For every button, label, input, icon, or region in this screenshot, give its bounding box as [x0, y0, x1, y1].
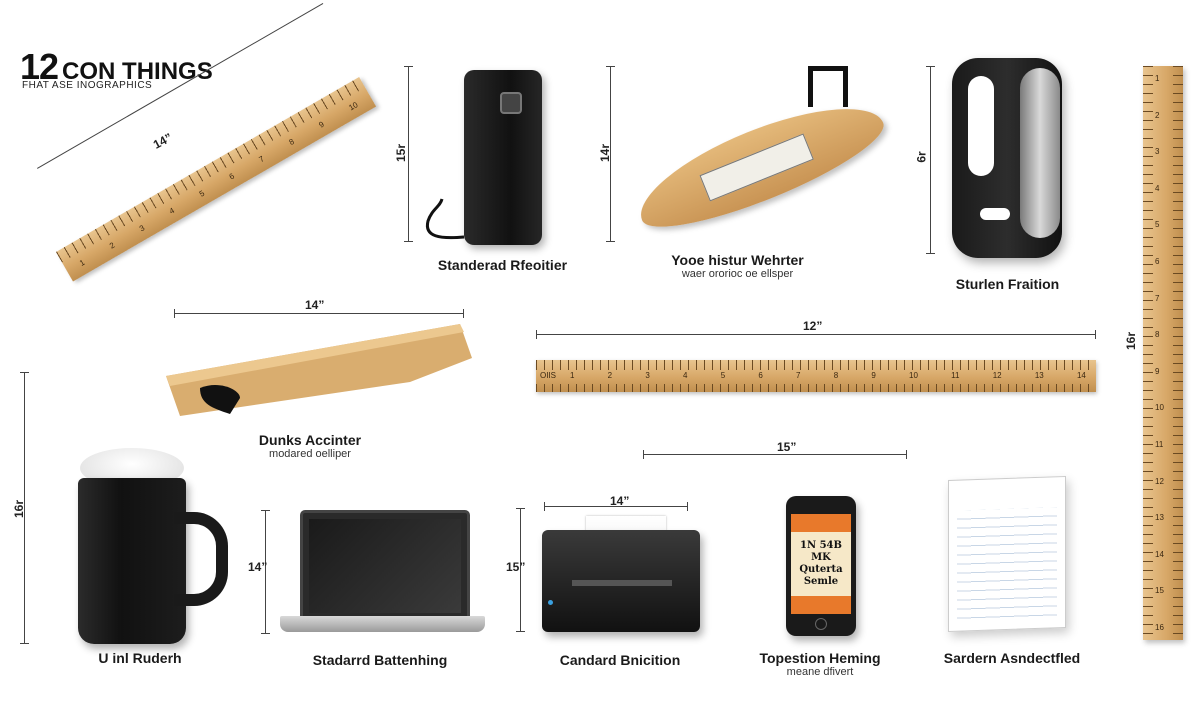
laptop-image — [300, 510, 470, 622]
item1-label: Standerad Rfeoitier — [437, 257, 568, 273]
item2-label: Yooe histur Wehrter — [671, 252, 804, 268]
item2-dim-line — [606, 66, 615, 242]
printer-height-dim-line — [516, 508, 525, 632]
scale-handle-icon — [808, 66, 848, 107]
mug-handle — [174, 512, 228, 606]
item4-sublabel: modared oelliper — [269, 448, 351, 460]
item7-dim-line — [544, 502, 688, 511]
device-handle-image — [952, 58, 1062, 258]
ruler-block-image — [166, 324, 472, 416]
item5-dim-line — [20, 372, 29, 644]
item2-dim-label: 14r — [598, 143, 613, 163]
item8-sublabel: meane dfivert — [786, 666, 854, 678]
item9-label: Sardern Asndectfled — [943, 650, 1081, 666]
item2-sublabel: waer ororioc oe ellsper — [681, 268, 794, 280]
long-ruler-dim-label: 12” — [803, 319, 823, 333]
item4-label: Dunks Accinter — [258, 432, 362, 448]
printer-height-dim-label: 15” — [506, 560, 526, 574]
item8-label: Topestion Heming — [759, 650, 881, 666]
item7-dim-label: 14” — [610, 494, 630, 508]
item3-label: Sturlen Fraition — [955, 276, 1060, 292]
printer-width-dim-line — [643, 450, 907, 459]
power-bank-image — [464, 70, 542, 245]
printer-image — [542, 530, 700, 632]
item3-dim-label: 6r — [914, 151, 929, 163]
printer-width-dim-label: 15” — [777, 440, 797, 454]
item5-label: U inl Ruderh — [98, 650, 182, 666]
long-ruler-dim-line — [536, 330, 1096, 339]
mug-image — [78, 478, 186, 644]
item5-dim-label: 16r — [12, 499, 27, 519]
item6-dim-line — [261, 510, 270, 634]
item3-dim-line — [926, 66, 935, 254]
item1-dim-line — [404, 66, 413, 242]
tall-ruler-dim-label: 16r — [1124, 331, 1139, 351]
item6-label: Stadarrd Battenhing — [312, 652, 448, 668]
diag-dimension-label: 14” — [150, 130, 175, 152]
page-subtitle: FHAT ASE INOGRAPHICS — [22, 80, 153, 91]
item4-dim-label: 14” — [305, 298, 325, 312]
item7-label: Candard Bnicition — [559, 652, 681, 668]
strap-image — [425, 198, 465, 240]
item4-dim-line — [174, 309, 464, 318]
surfboard-scale-image — [626, 83, 894, 247]
title-number: 12 — [20, 46, 59, 87]
notepad-image — [948, 475, 1066, 633]
item6-dim-label: 14” — [248, 560, 268, 574]
laptop-base — [280, 616, 485, 632]
item1-dim-label: 15r — [394, 143, 409, 163]
